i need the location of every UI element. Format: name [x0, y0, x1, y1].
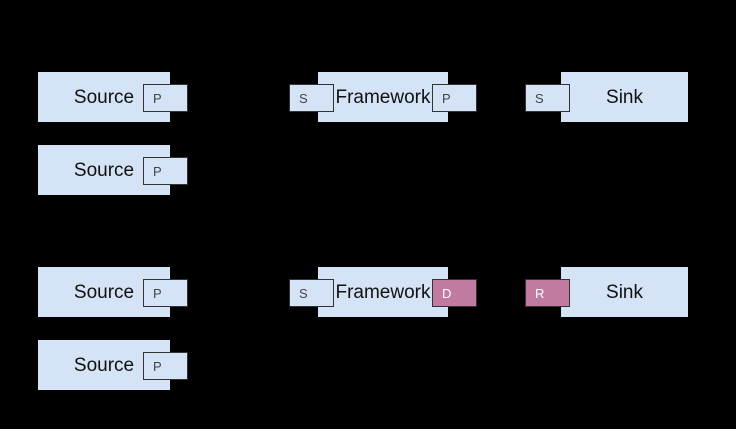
- node-label: Source: [73, 159, 135, 181]
- port-label: D: [442, 285, 452, 301]
- port-label: P: [153, 358, 162, 374]
- port-sink-1-in[interactable]: S: [525, 84, 570, 112]
- node-label: Source: [73, 281, 135, 303]
- node-label: Sink: [606, 281, 643, 303]
- node-label: Sink: [606, 86, 643, 108]
- port-label: R: [535, 285, 545, 301]
- port-label: P: [153, 90, 162, 106]
- node-framework-2[interactable]: Framework: [318, 267, 448, 317]
- port-framework-1-in[interactable]: S: [289, 84, 334, 112]
- port-source-1-out[interactable]: P: [143, 84, 188, 112]
- port-label: S: [299, 285, 308, 301]
- port-label: P: [153, 285, 162, 301]
- port-label: S: [299, 90, 308, 106]
- port-source-2-out[interactable]: P: [143, 157, 188, 185]
- node-sink-2[interactable]: Sink: [561, 267, 688, 317]
- port-label: S: [535, 90, 544, 106]
- port-sink-2-in[interactable]: R: [525, 279, 570, 307]
- port-source-4-out[interactable]: P: [143, 352, 188, 380]
- port-framework-2-out[interactable]: D: [432, 279, 477, 307]
- node-sink-1[interactable]: Sink: [561, 72, 688, 122]
- node-label: Source: [73, 354, 135, 376]
- node-label: Framework: [335, 281, 431, 303]
- port-label: P: [442, 90, 451, 106]
- port-framework-1-out[interactable]: P: [432, 84, 477, 112]
- node-framework-1[interactable]: Framework: [318, 72, 448, 122]
- node-source-2[interactable]: Source: [38, 145, 170, 195]
- port-source-3-out[interactable]: P: [143, 279, 188, 307]
- port-label: P: [153, 163, 162, 179]
- node-label: Framework: [335, 86, 431, 108]
- port-framework-2-in[interactable]: S: [289, 279, 334, 307]
- node-label: Source: [73, 86, 135, 108]
